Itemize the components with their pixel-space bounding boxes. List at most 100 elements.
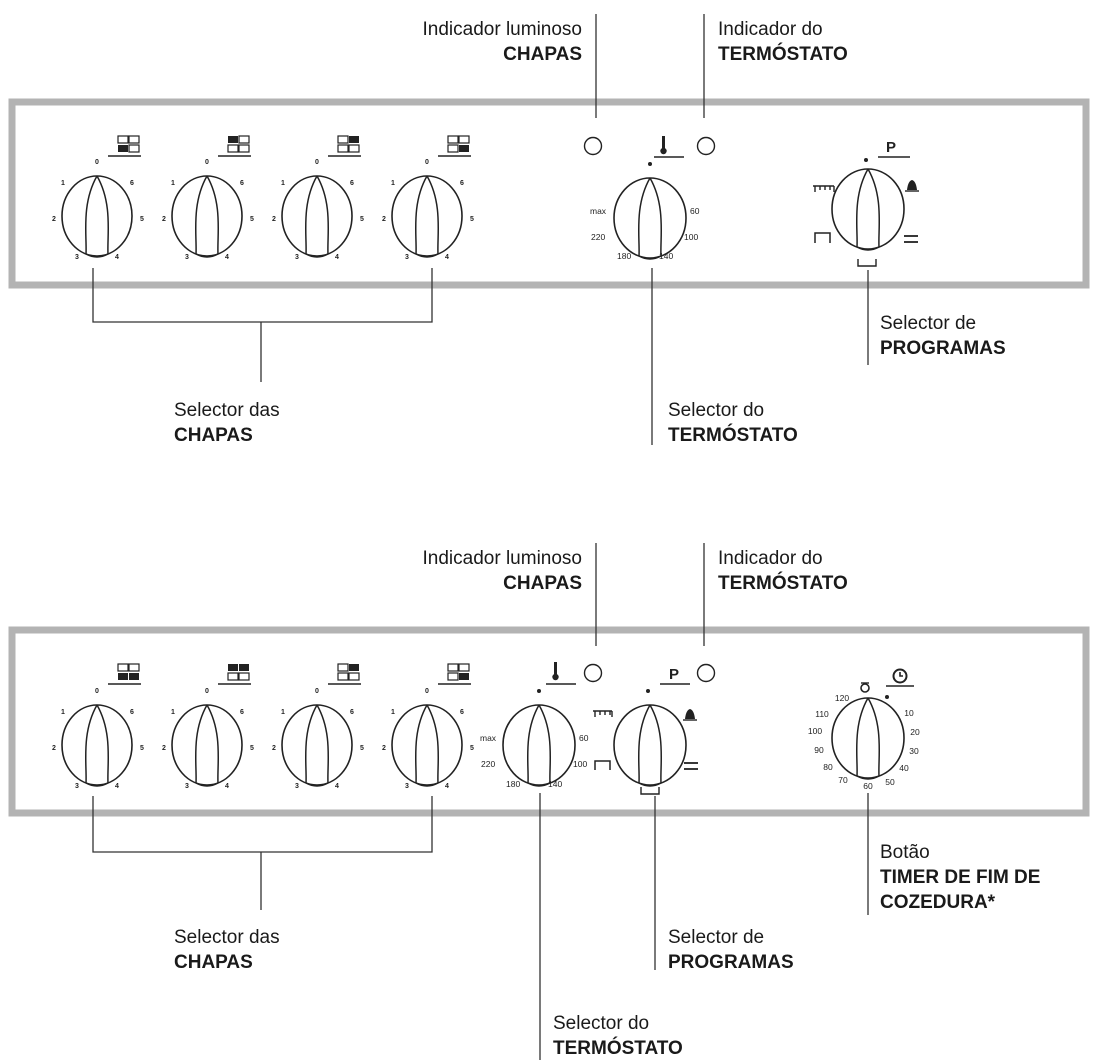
hob-scale-label: 6 <box>240 709 244 716</box>
hob-scale-label: 0 <box>205 159 209 166</box>
thermostat-scale-label: 140 <box>659 251 673 261</box>
hob-knob[interactable] <box>171 704 243 787</box>
hob-scale-label: 6 <box>130 709 134 716</box>
scale-dot <box>646 689 650 693</box>
bell-icon <box>683 709 697 721</box>
hob-scale-label: 2 <box>52 745 56 752</box>
hob-zone-icon <box>328 135 361 157</box>
timer-scale-label: 40 <box>899 763 909 773</box>
hob-scale-label: 2 <box>272 745 276 752</box>
label-line: Botão <box>880 842 930 863</box>
hob-knob[interactable] <box>171 175 243 258</box>
hob-scale-label: 2 <box>52 216 56 223</box>
timer-scale-label: 80 <box>823 762 833 772</box>
timer-scale-label: 120 <box>835 693 849 703</box>
hob-zone-icon <box>328 663 361 685</box>
hob-scale-label: 3 <box>185 783 189 790</box>
label-timer-button: Botão TIMER DE FIM DE COZEDURA* <box>880 840 1040 915</box>
label-line: Indicador luminoso <box>422 548 582 569</box>
hob-scale-label: 1 <box>391 180 395 187</box>
hob-knob[interactable] <box>61 704 133 787</box>
thermostat-scale-label: 100 <box>684 232 698 242</box>
top-heat-icon <box>593 710 613 717</box>
label-thermostat-indicator: Indicador do TERMÓSTATO <box>718 546 848 596</box>
programs-knob[interactable] <box>613 704 687 787</box>
hob-knob[interactable] <box>281 175 353 258</box>
thermostat-scale-label: max <box>590 206 607 216</box>
hob-scale-label: 1 <box>281 180 285 187</box>
thermostat-indicator-light <box>696 663 716 683</box>
hob-zone-icon <box>108 135 141 157</box>
thermostat-scale-label: 60 <box>579 733 589 743</box>
timer-scale-label: 10 <box>904 708 914 718</box>
label-line: CHAPAS <box>174 952 253 973</box>
hob-scale-label: 0 <box>205 688 209 695</box>
hob-scale-label: 1 <box>61 709 65 716</box>
timer-scale-label: 30 <box>909 746 919 756</box>
label-line: TERMÓSTATO <box>718 573 848 594</box>
hob-scale-label: 3 <box>185 254 189 261</box>
hob-scale-label: 4 <box>225 254 229 261</box>
clock-icon <box>886 668 914 687</box>
hob-zone-icon <box>218 664 251 685</box>
hob-scale-label: 5 <box>140 745 144 752</box>
hob-zone-icon <box>108 663 141 685</box>
hob-knob[interactable] <box>281 704 353 787</box>
hob-scale-label: 1 <box>171 709 175 716</box>
thermometer-icon <box>654 136 684 158</box>
hob-scale-label: 5 <box>470 216 474 223</box>
top-panel-frame <box>8 98 1090 289</box>
label-line: Selector de <box>668 927 765 948</box>
hob-scale-label: 6 <box>460 180 464 187</box>
thermostat-scale-label: 140 <box>548 779 562 789</box>
thermostat-indicator-light <box>696 136 716 156</box>
hob-selector-bracket <box>92 796 433 910</box>
top-panel: 0 1 2 3 4 5 6 0 1 2 3 4 5 6 0 1 2 3 4 5 … <box>8 14 1090 445</box>
label-line: TERMÓSTATO <box>668 425 798 446</box>
label-line: COZEDURA* <box>880 892 996 913</box>
light-icon <box>857 259 877 267</box>
programs-knob[interactable] <box>831 168 905 251</box>
hob-scale-label: 5 <box>470 745 474 752</box>
hob-scale-label: 2 <box>382 745 386 752</box>
thermostat-knob[interactable] <box>613 177 687 260</box>
timer-knob[interactable] <box>831 697 905 780</box>
hob-zone-icon <box>218 135 251 157</box>
label-line: Selector das <box>174 400 280 421</box>
hob-knob[interactable] <box>391 704 463 787</box>
label-programs-selector: Selector de PROGRAMAS <box>880 311 1006 361</box>
hob-scale-label: 3 <box>405 254 409 261</box>
hob-knob[interactable] <box>61 175 133 258</box>
hob-scale-label: 0 <box>95 688 99 695</box>
bottom-heat-icon <box>814 232 831 243</box>
program-p-symbol: P <box>886 139 896 156</box>
timer-scale-label: 20 <box>910 727 920 737</box>
hob-scale-label: 0 <box>95 159 99 166</box>
hob-indicator-light <box>583 663 603 683</box>
hob-scale-label: 3 <box>405 783 409 790</box>
bell-icon <box>905 180 919 192</box>
scale-dot <box>885 695 889 699</box>
hob-scale-label: 5 <box>250 216 254 223</box>
hob-scale-label: 3 <box>75 254 79 261</box>
label-line: Indicador do <box>718 548 823 569</box>
label-thermostat-selector: Selector do TERMÓSTATO <box>553 1011 683 1061</box>
hob-scale-label: 2 <box>272 216 276 223</box>
hob-indicator-light <box>583 136 603 156</box>
thermostat-scale-label: 100 <box>573 759 587 769</box>
hob-scale-label: 2 <box>162 216 166 223</box>
hob-scale-label: 3 <box>295 254 299 261</box>
scale-dot <box>864 158 868 162</box>
hob-scale-label: 6 <box>350 180 354 187</box>
label-line: Selector das <box>174 927 280 948</box>
timer-scale-label: 90 <box>814 745 824 755</box>
thermostat-scale-label: 60 <box>690 206 700 216</box>
thermometer-icon <box>546 662 576 685</box>
hob-zone-icon <box>438 663 471 685</box>
scale-dot <box>537 689 541 693</box>
bottom-panel-frame <box>8 626 1090 817</box>
thermostat-knob[interactable] <box>502 704 576 787</box>
hob-knob[interactable] <box>391 175 463 258</box>
bottom-heat-icon <box>594 760 611 770</box>
